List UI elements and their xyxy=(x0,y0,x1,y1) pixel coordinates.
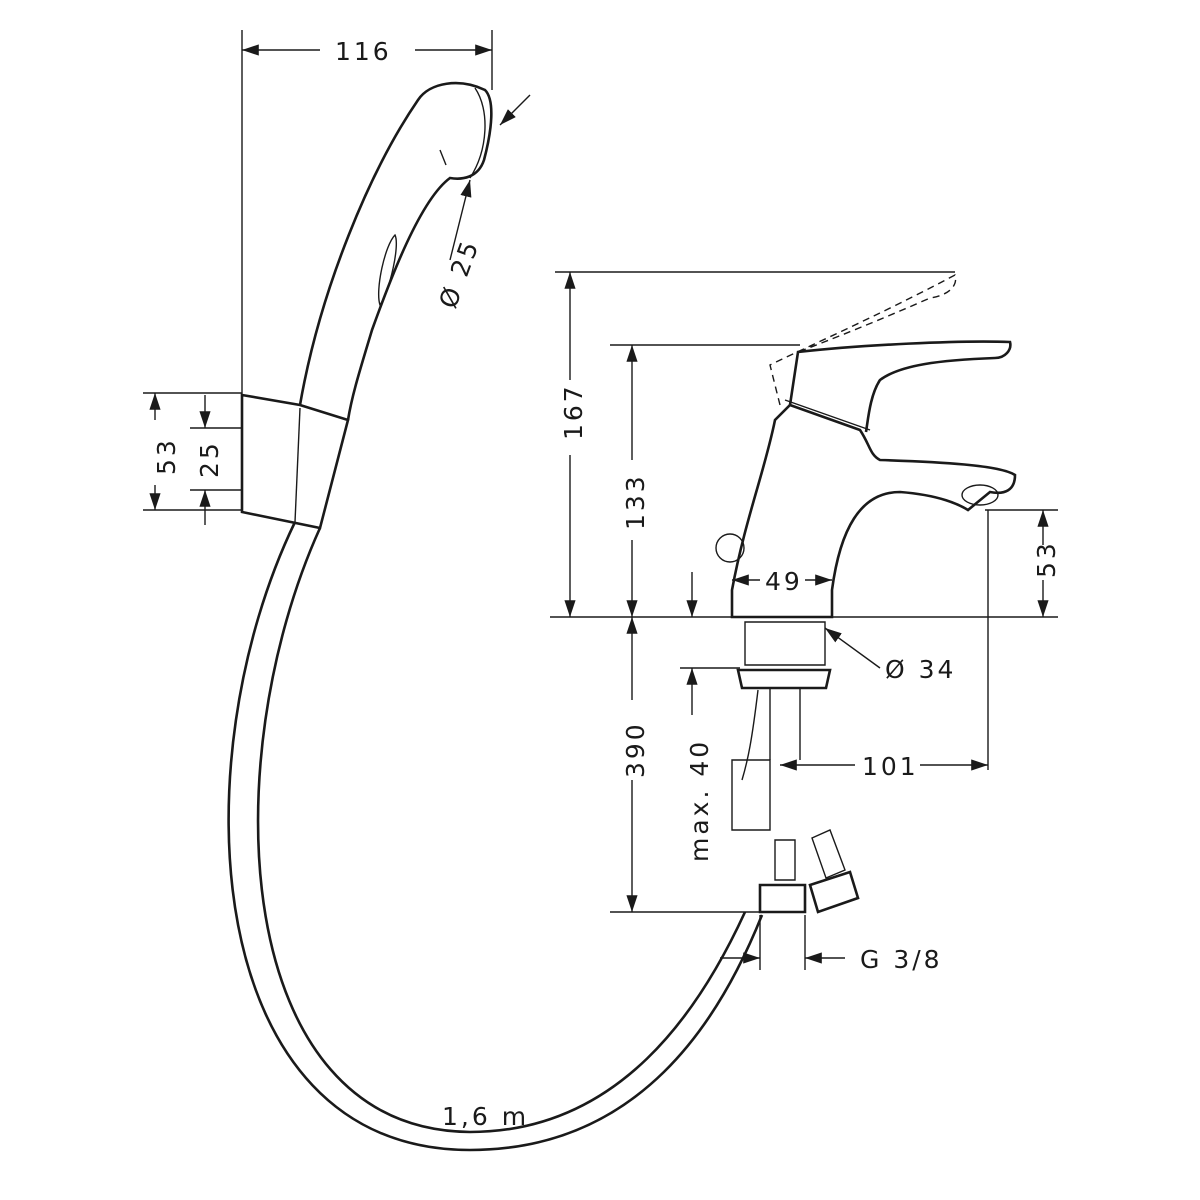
dim-167: 167 xyxy=(559,383,588,440)
dim-133: 133 xyxy=(621,473,650,530)
dim-hose-length: 1,6 m xyxy=(442,1102,529,1131)
dim-116: 116 xyxy=(335,37,392,66)
dim-spout-53: 53 xyxy=(1032,540,1061,578)
dim-thread: G 3/8 xyxy=(860,945,943,974)
dim-101: 101 xyxy=(862,752,919,781)
dim-holder-25: 25 xyxy=(195,440,224,478)
faucet xyxy=(715,273,1017,914)
hand-shower xyxy=(298,81,493,421)
shower-hose xyxy=(227,521,764,1152)
dim-49: 49 xyxy=(765,567,803,596)
shower-holder xyxy=(240,393,350,530)
dimension-lines xyxy=(143,30,1058,970)
dim-base-diameter: Ø 34 xyxy=(885,655,956,684)
dim-shower-diameter: Ø 25 xyxy=(433,235,485,312)
dim-390: 390 xyxy=(621,721,650,778)
dim-holder-53: 53 xyxy=(152,437,181,475)
dim-max-40: max. 40 xyxy=(685,739,714,862)
